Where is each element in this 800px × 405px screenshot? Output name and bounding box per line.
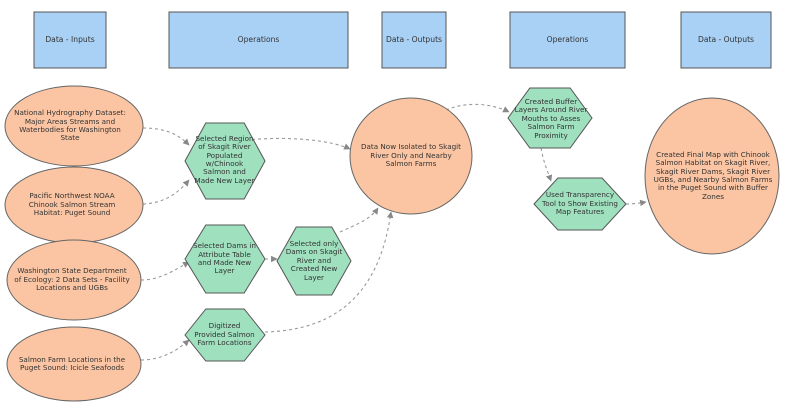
header-data-inputs-label: Data - Inputs [45, 34, 95, 44]
connector-op4-to-out1 [339, 207, 379, 233]
input-nhd-label: National Hydrography Dataset: Major Area… [14, 108, 126, 143]
input-ecology-ellipse [6, 239, 142, 321]
operation-select-region-hexagon [184, 122, 266, 200]
connector-op5-to-op6 [540, 147, 553, 182]
input-salmon-farm-label: Salmon Farm Locations in the Puget Sound… [18, 354, 126, 372]
operation-select-dams-hexagon [184, 224, 266, 294]
header-data-outputs-2-box [680, 11, 772, 69]
header-data-inputs-box [33, 11, 107, 69]
operation-transparency-hexagon [533, 177, 627, 231]
header-operations-box [168, 11, 349, 69]
output-isolated-label: Data Now Isolated to Skagit River Only a… [360, 142, 461, 169]
connector-in3-to-op2 [140, 261, 190, 281]
shape-layer [4, 11, 780, 402]
header-operations-2-label: Operations [546, 34, 589, 44]
connector-op3-to-out1 [264, 211, 394, 333]
connector-in4-to-op3 [140, 339, 190, 361]
connector-in1-to-op1 [142, 127, 190, 146]
operation-digitize-hexagon [184, 308, 266, 362]
operation-digitize-label: Digitized Provided Salmon Farm Locations [194, 321, 255, 348]
header-operations-label: Operations [237, 34, 280, 44]
input-ecology-label: Washington State Department of Ecology: … [14, 266, 130, 293]
header-data-outputs-box [381, 11, 447, 69]
input-noaa-label: Pacific Northwest NOAA Chinook Salmon St… [28, 191, 116, 218]
input-salmon-farm-ellipse [6, 326, 142, 402]
operation-buffer-hexagon [507, 87, 593, 149]
operation-skagit-dams-label: Selected only Dams on Skagit River and C… [285, 238, 343, 282]
input-nhd-ellipse [4, 85, 144, 167]
header-data-outputs-2-label: Data - Outputs [697, 34, 755, 44]
operation-transparency-label: Used Transparency Tool to Show Existing … [542, 190, 618, 217]
connector-out1-to-op5 [445, 103, 510, 113]
header-data-outputs-label: Data - Outputs [385, 34, 443, 44]
output-final-map-circle [644, 97, 780, 255]
output-final-map-label: Created Final Map with Chinook Salmon Ha… [653, 149, 773, 201]
connector-op1-to-out1 [245, 137, 351, 150]
connector-in2-to-op1 [142, 179, 190, 205]
output-isolated-circle [349, 97, 473, 215]
connector-op6-to-out2 [625, 199, 647, 207]
connector-layer [140, 103, 647, 361]
operation-buffer-label: Created Buffer Layers Around River Mouth… [514, 96, 588, 140]
operation-select-region-label: Selected Region of Skagit River Populate… [194, 133, 255, 185]
header-operations-2-box [509, 11, 626, 69]
operation-select-dams-label: Selected Dams in Attribute Table and Mad… [193, 241, 256, 276]
operation-skagit-dams-hexagon [276, 226, 352, 296]
